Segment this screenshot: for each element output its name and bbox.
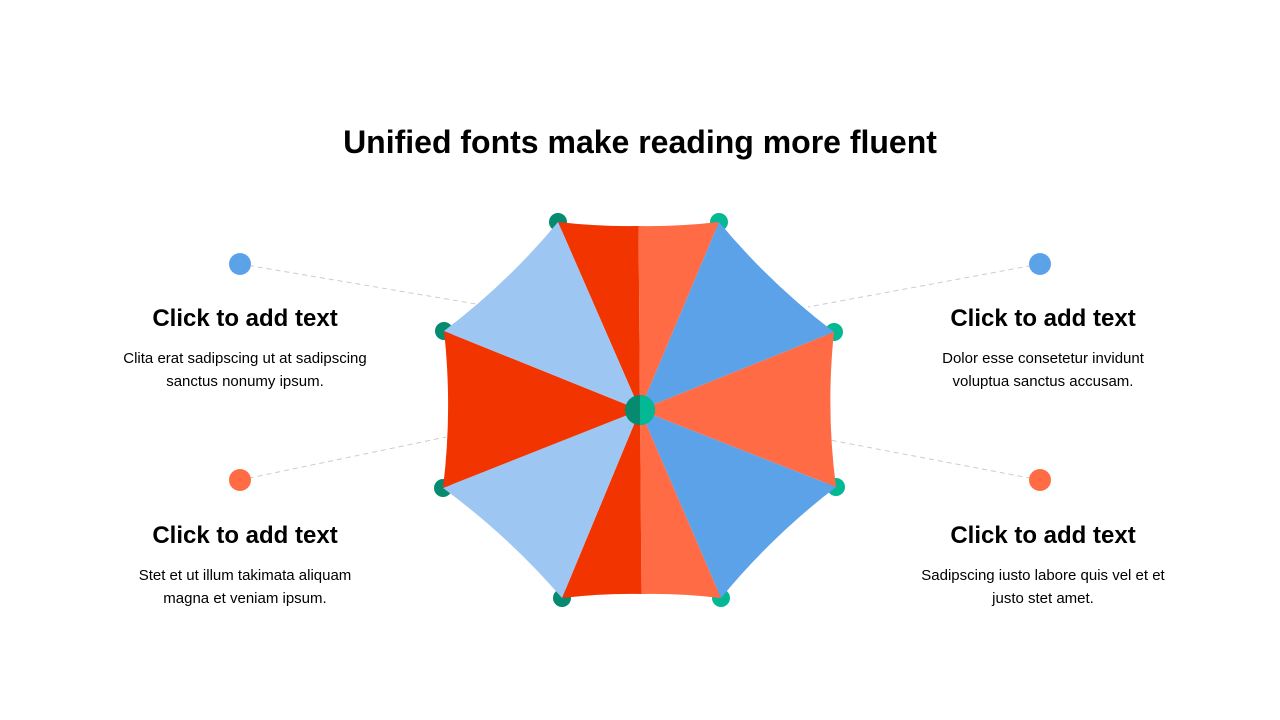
- umbrella-panel: [443, 331, 640, 488]
- marker-dot: [229, 253, 251, 275]
- connector-line: [829, 439, 1041, 481]
- marker-dot: [229, 469, 251, 491]
- umbrella-panel: [443, 410, 640, 598]
- umbrella-panel: [562, 410, 642, 598]
- text-block-top-left[interactable]: Click to add text Clita erat sadipscing …: [85, 305, 405, 393]
- block-heading[interactable]: Click to add text: [950, 305, 1136, 332]
- umbrella-panel: [640, 332, 836, 487]
- slide-title: Unified fonts make reading more fluent: [343, 124, 937, 160]
- marker-dot: [1029, 253, 1051, 275]
- umbrella-panel: [640, 410, 836, 598]
- text-block-bottom-right[interactable]: Click to add text Sadipscing iusto labor…: [883, 522, 1203, 610]
- umbrella-panel: [640, 410, 721, 598]
- text-block-bottom-left[interactable]: Click to add text Stet et ut illum takim…: [85, 522, 405, 610]
- umbrella-panel: [640, 222, 834, 410]
- umbrella-panel: [638, 222, 719, 410]
- connector-line: [239, 263, 477, 305]
- marker-dot: [1029, 469, 1051, 491]
- block-heading[interactable]: Click to add text: [152, 305, 338, 332]
- block-heading[interactable]: Click to add text: [152, 522, 338, 549]
- umbrella-panel: [444, 222, 640, 410]
- connector-line: [807, 263, 1041, 308]
- block-heading[interactable]: Click to add text: [950, 522, 1136, 549]
- connector-line: [239, 436, 447, 481]
- text-block-top-right[interactable]: Click to add text Dolor esse consetetur …: [883, 305, 1203, 393]
- center-hub-right: [640, 395, 655, 425]
